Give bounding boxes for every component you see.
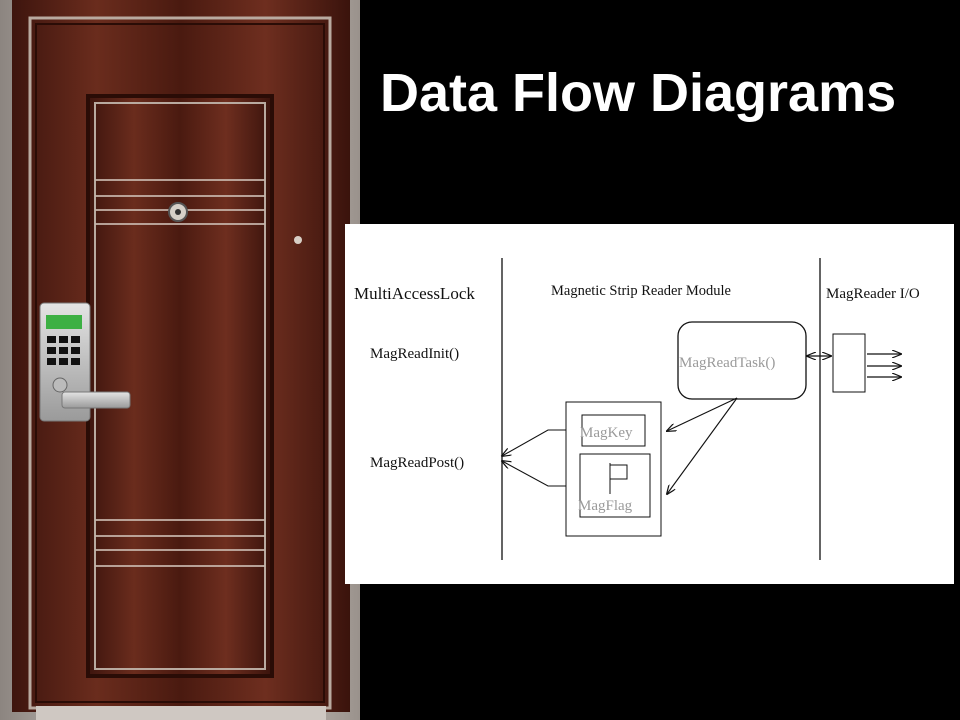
flow-magflag-to-post [502, 461, 566, 487]
io-device-box [832, 333, 866, 393]
store-label-magkey: MagKey [580, 425, 633, 441]
keypad-lock [39, 302, 131, 422]
lane-label-multiaccesslock: MultiAccessLock [354, 284, 475, 303]
flow-magkey-to-post [502, 429, 566, 456]
data-store-magkey [581, 414, 646, 447]
task-process-box [677, 321, 807, 400]
slide-title: Data Flow Diagrams [380, 63, 897, 123]
door-illustration [0, 0, 360, 720]
flag-icon [609, 463, 628, 494]
task-magreadtask: MagReadTask() [679, 355, 775, 371]
store-label-magflag: MagFlag [578, 498, 633, 514]
door-inner-panel [86, 94, 274, 678]
function-magreadpost: MagReadPost() [370, 455, 464, 471]
data-flow-diagram: MultiAccessLock Magnetic Strip Reader Mo… [345, 224, 954, 584]
lane-label-mag-strip-reader-module: Magnetic Strip Reader Module [551, 283, 731, 299]
lane-label-magreader-io: MagReader I/O [826, 286, 920, 302]
flow-task-to-magflag [667, 397, 738, 494]
function-magreadinit: MagReadInit() [370, 346, 459, 362]
flow-task-to-magkey [667, 397, 738, 431]
